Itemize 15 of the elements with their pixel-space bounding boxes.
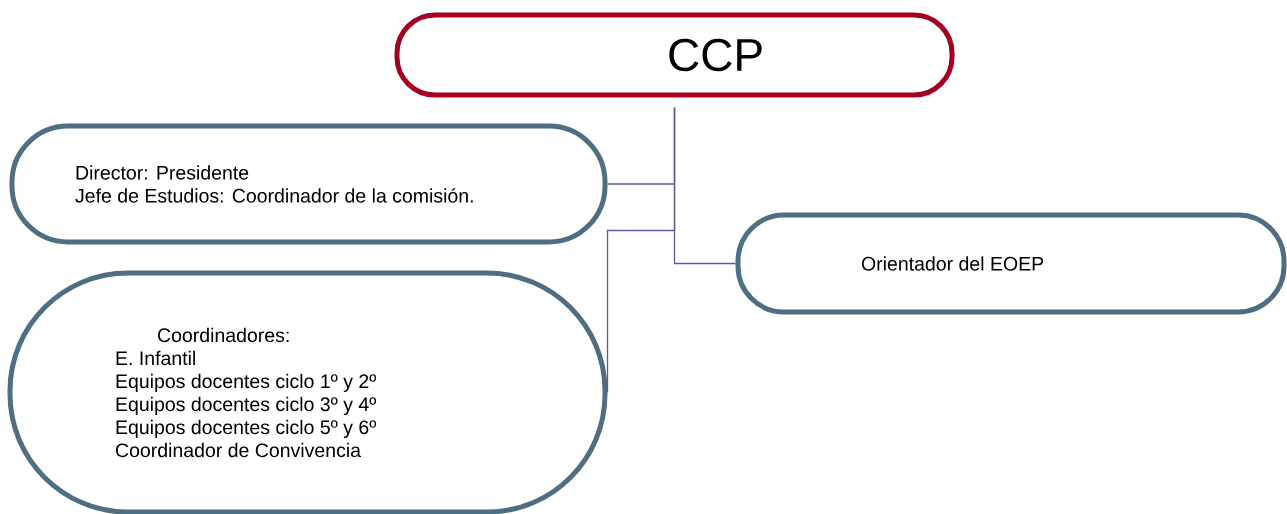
rounded-box <box>394 12 955 98</box>
box-text: CCP <box>669 38 762 72</box>
connector-line <box>673 106 737 265</box>
box-text: Coordinadores: <box>158 327 289 343</box>
box-text: Jefe de Estudios: Coordinador de la comisión. <box>75 188 473 203</box>
box-text: Director: Presidente <box>76 165 249 180</box>
rounded-box <box>9 123 608 245</box>
box-text: Equipos docentes ciclo 3º y 4º <box>116 396 377 416</box>
box-text: Equipos docentes ciclo 1º y 2º <box>116 373 377 392</box>
box-text: Equipos docentes ciclo 5º y 6º <box>116 419 377 439</box>
rounded-box <box>735 212 1287 315</box>
box-text: E. Infantil <box>116 350 195 366</box>
box-text: Coordinador de Convivencia <box>116 442 361 458</box>
rounded-box <box>7 270 608 514</box>
box-text: Orientador del EOEP <box>861 256 1044 271</box>
